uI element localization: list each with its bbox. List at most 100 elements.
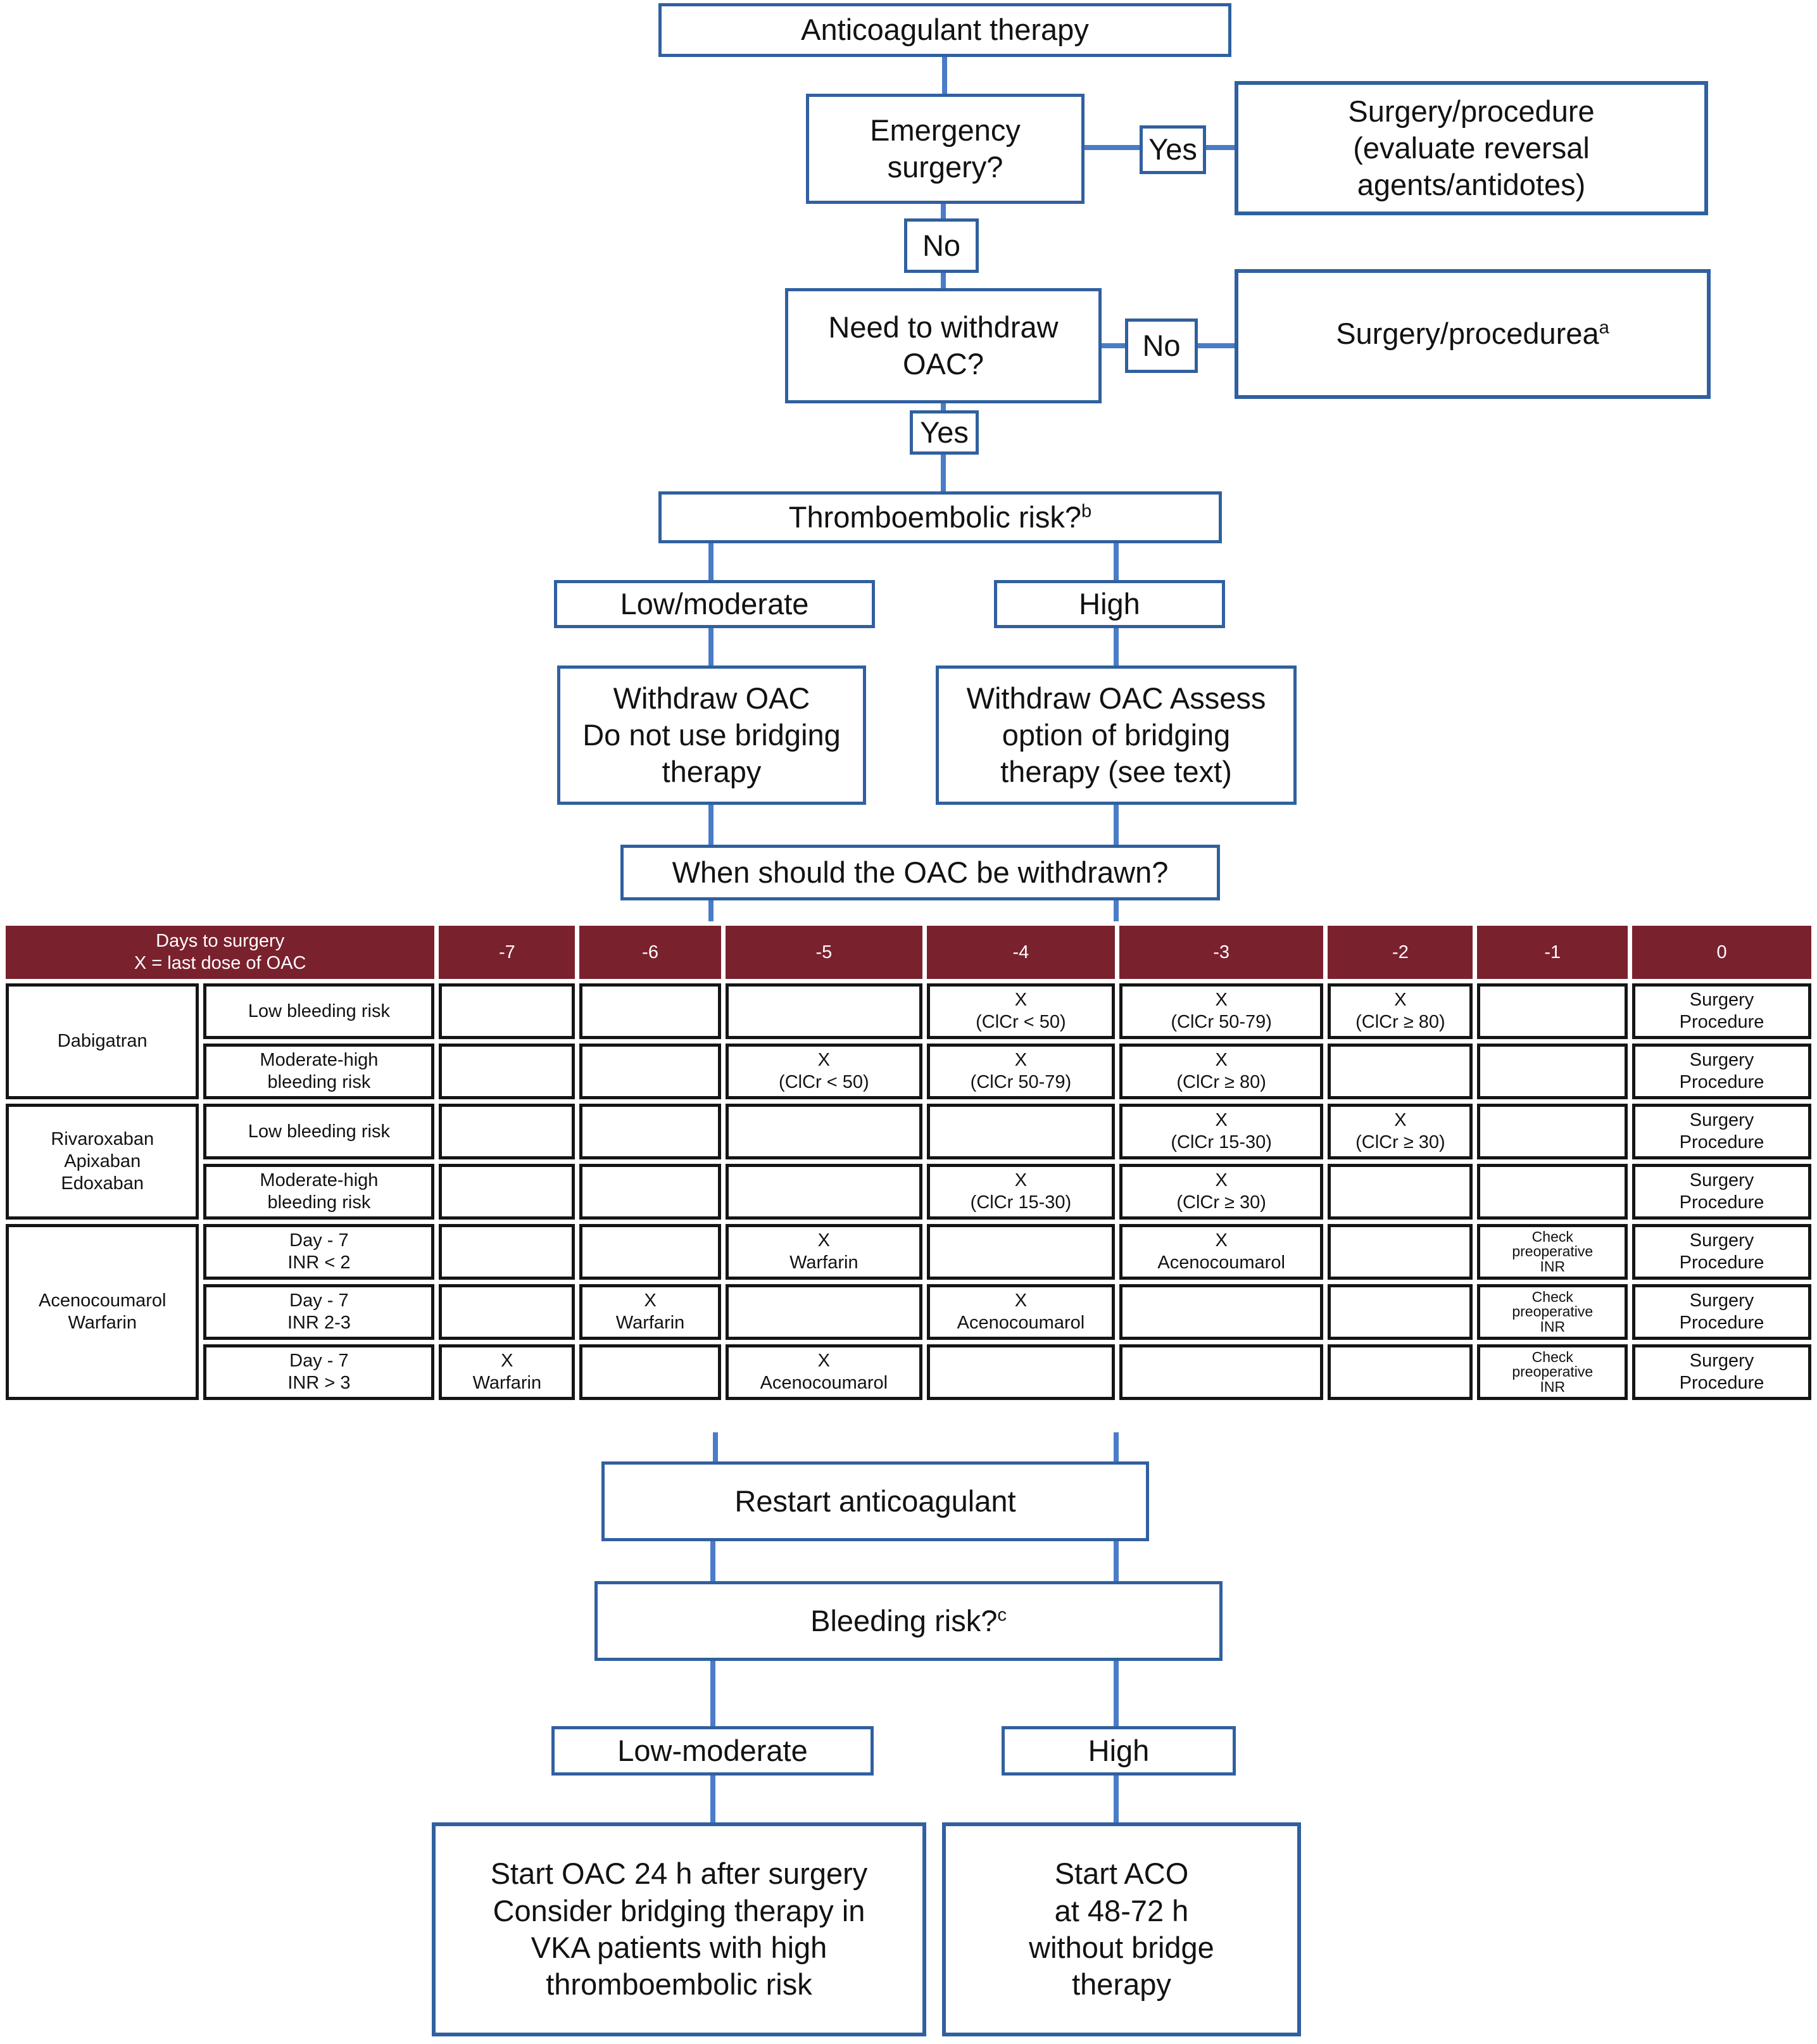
footnote-a: a (1599, 317, 1609, 338)
schedule-cell--4 (926, 1224, 1115, 1280)
schedule-cell--7 (439, 1104, 575, 1159)
day-column-header--4: -4 (926, 926, 1115, 979)
bleeding-low-label: Low-moderate (617, 1733, 808, 1767)
emergency-no-node: No (904, 218, 979, 273)
schedule-cell--6: X Warfarin (579, 1284, 721, 1340)
withdraw-yes-node: Yes (910, 410, 979, 455)
schedule-cell--7 (439, 1284, 575, 1340)
need-withdraw-oac-label: Need to withdraw OAC? (828, 310, 1059, 381)
schedule-cell--5 (725, 1164, 922, 1220)
schedule-cell-0: Surgery Procedure (1632, 1284, 1811, 1340)
emergency-yes-node: Yes (1140, 125, 1206, 174)
schedule-cell-0: Surgery Procedure (1632, 1104, 1811, 1159)
bleeding-risk-node: Bleeding risk?c (594, 1581, 1223, 1661)
connector-action-when-right (1114, 803, 1119, 846)
schedule-cell--1 (1477, 983, 1628, 1039)
schedule-cell--4 (926, 1104, 1115, 1159)
footnote-c: c (997, 1605, 1007, 1625)
when-withdraw-node: When should the OAC be withdrawn? (620, 845, 1220, 900)
risk-row-label: Low bleeding risk (203, 983, 435, 1039)
drug-group-cell-0: Dabigatran (6, 983, 199, 1099)
connector-bleeding-low (710, 1659, 715, 1729)
schedule-cell--6 (579, 1344, 721, 1400)
table-header: Days to surgery X = last dose of OAC-7-6… (6, 926, 1811, 979)
thromboembolic-high-label: High (1079, 586, 1140, 621)
schedule-cell--5 (725, 1104, 922, 1159)
schedule-cell--6 (579, 1104, 721, 1159)
connector-low-action (708, 626, 714, 667)
connector-action-when-left (708, 803, 714, 846)
thromboembolic-high-node: High (994, 580, 1225, 628)
thromboembolic-low-node: Low/moderate (554, 580, 875, 628)
connector-emergency-yes-h2 (1204, 145, 1240, 150)
connector-risk-high (1114, 541, 1119, 581)
schedule-cell--3: X (ClCr 50-79) (1119, 983, 1324, 1039)
connector-risk-low (708, 541, 714, 581)
bleeding-high-node: High (1002, 1726, 1236, 1776)
connector-table-restart-left (713, 1432, 718, 1463)
schedule-cell-0: Surgery Procedure (1632, 983, 1811, 1039)
day-column-header--5: -5 (725, 926, 922, 979)
schedule-cell--2 (1328, 1044, 1473, 1099)
bleeding-risk-label: Bleeding risk?c (810, 1603, 1007, 1639)
schedule-cell--5: X Warfarin (725, 1224, 922, 1280)
schedule-cell--6 (579, 1224, 721, 1280)
table-header-row: Days to surgery X = last dose of OAC-7-6… (6, 926, 1811, 979)
surgery-reversal-node: Surgery/procedure (evaluate reversal age… (1235, 81, 1708, 215)
schedule-cell--4: X Acenocoumarol (926, 1284, 1115, 1340)
start-node: Anticoagulant therapy (658, 3, 1231, 57)
schedule-cell--2: X (ClCr ≥ 30) (1328, 1104, 1473, 1159)
drug-group-cell-1: Rivaroxaban Apixaban Edoxaban (6, 1104, 199, 1220)
risk-row-label: Moderate-high bleeding risk (203, 1044, 435, 1099)
schedule-cell--5: X (ClCr < 50) (725, 1044, 922, 1099)
start-aco-48-72h-label: Start ACO at 48-72 h without bridge ther… (1029, 1857, 1214, 2002)
schedule-cell--3: X Acenocoumarol (1119, 1224, 1324, 1280)
day-column-header--6: -6 (579, 926, 721, 979)
withdraw-no-node: No (1125, 319, 1198, 373)
schedule-cell--4: X (ClCr < 50) (926, 983, 1115, 1039)
connector-low-final (710, 1774, 715, 1824)
schedule-cell--7: X Warfarin (439, 1344, 575, 1400)
schedule-cell--6 (579, 1164, 721, 1220)
withdraw-no-label: No (1142, 328, 1181, 362)
day-column-header--7: -7 (439, 926, 575, 979)
withdraw-no-bridging-label: Withdraw OAC Do not use bridging therapy (582, 681, 841, 789)
connector-yes-risk (941, 452, 946, 493)
bleeding-risk-text: Bleeding risk? (810, 1603, 998, 1637)
schedule-cell--1: Check preoperative INR (1477, 1284, 1628, 1340)
thromboembolic-risk-node: Thromboembolic risk?b (658, 491, 1222, 543)
schedule-cell--2 (1328, 1344, 1473, 1400)
thromboembolic-low-label: Low/moderate (620, 586, 809, 621)
schedule-cell--7 (439, 1224, 575, 1280)
schedule-cell--1 (1477, 1164, 1628, 1220)
schedule-cell--3 (1119, 1344, 1324, 1400)
schedule-cell-0: Surgery Procedure (1632, 1344, 1811, 1400)
schedule-cell--3: X (ClCr ≥ 80) (1119, 1044, 1324, 1099)
when-withdraw-label: When should the OAC be withdrawn? (672, 855, 1169, 889)
schedule-cell--2: X (ClCr ≥ 80) (1328, 983, 1473, 1039)
drug-group-cell-2: Acenocoumarol Warfarin (6, 1224, 199, 1400)
risk-row-label: Day - 7 INR > 3 (203, 1344, 435, 1400)
risk-row-label: Day - 7 INR 2-3 (203, 1284, 435, 1340)
connector-withdraw-yes (941, 401, 946, 412)
withdraw-assess-bridging-label: Withdraw OAC Assess option of bridging t… (966, 681, 1266, 789)
surgery-procedure-text: Surgery/procedurea (1336, 317, 1599, 351)
schedule-cell--5: X Acenocoumarol (725, 1344, 922, 1400)
emergency-surgery-node: Emergency surgery? (806, 94, 1085, 204)
connector-start-emergency (942, 56, 947, 95)
schedule-cell--5 (725, 983, 922, 1039)
start-oac-24h-node: Start OAC 24 h after surgery Consider br… (432, 1822, 926, 2036)
day-column-header--2: -2 (1328, 926, 1473, 979)
start-oac-24h-label: Start OAC 24 h after surgery Consider br… (490, 1857, 868, 2002)
emergency-surgery-label: Emergency surgery? (870, 113, 1021, 184)
withdraw-yes-label: Yes (920, 415, 969, 449)
schedule-cell--1 (1477, 1044, 1628, 1099)
schedule-cell--3: X (ClCr 15-30) (1119, 1104, 1324, 1159)
surgery-procedure-node: Surgery/procedureaa (1235, 269, 1711, 399)
